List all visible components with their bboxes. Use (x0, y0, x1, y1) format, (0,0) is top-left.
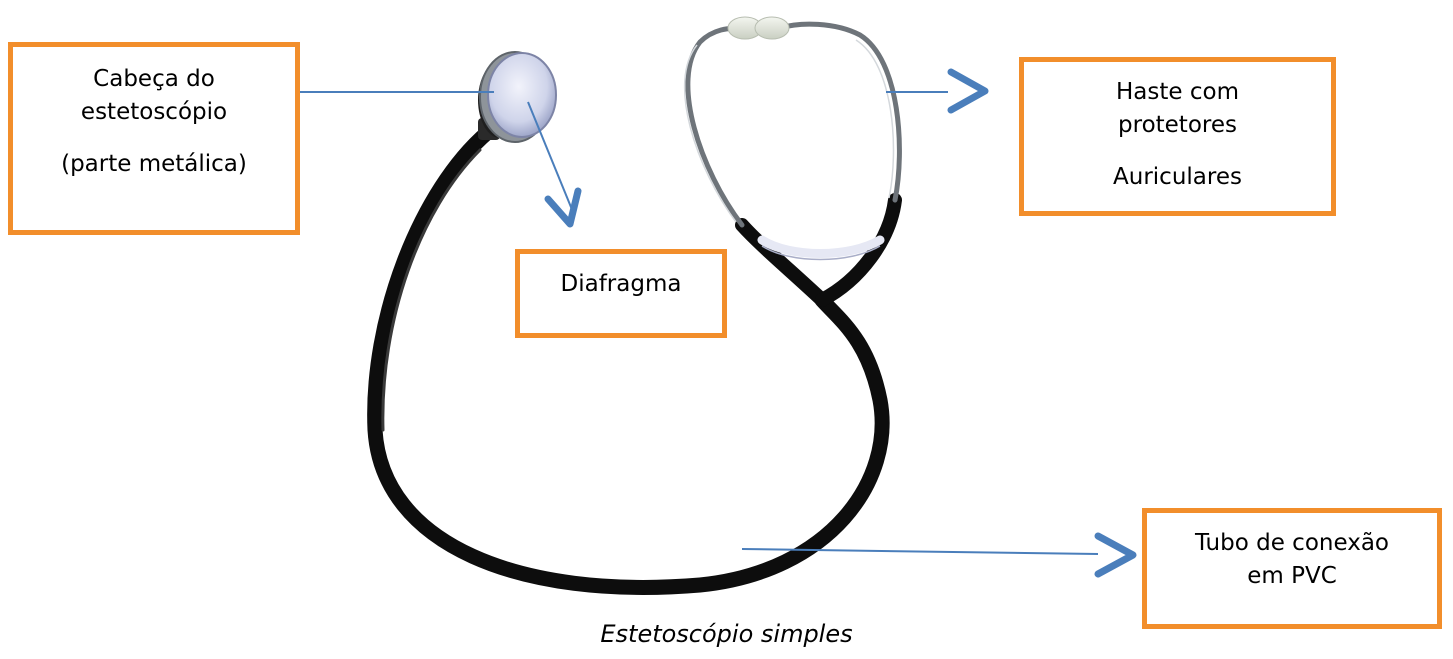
binaural-right-shine (855, 39, 895, 199)
ear-tube-right (815, 193, 902, 307)
label-haste-line-2: protetores (1118, 112, 1237, 139)
connectors (300, 91, 1099, 555)
label-cabeca-line-1: Cabeça do (93, 66, 215, 92)
connector-tubo (741, 548, 1099, 555)
binaural-left-shine (683, 44, 737, 223)
label-diafragma-line-1: Diafragma (560, 271, 682, 297)
binaural-right (777, 21, 902, 203)
chevron-down-icon (544, 187, 582, 228)
label-cabeca-line-2: estetoscópio (80, 99, 228, 126)
label-haste-line-1: Haste com (1116, 79, 1239, 105)
label-haste-line-3: Auriculares (1113, 163, 1242, 190)
pvc-tubing-highlight (381, 148, 482, 432)
label-cabeca-line-3: (parte metálica) (61, 150, 247, 177)
ear-tube-left (735, 218, 829, 307)
label-cabeca-do-estetoscopio: Cabeça do estetoscópio (parte metálica) (8, 42, 300, 235)
label-tubo-de-conexao: Tubo de conexão em PVC (1142, 508, 1442, 629)
tension-spring-edge (761, 245, 881, 261)
label-tubo-line-1: Tubo de conexão (1195, 530, 1389, 556)
binaural-left (685, 26, 745, 228)
chevron-right-icon (1094, 532, 1137, 578)
connector-diafragma (527, 101, 574, 213)
pvc-tubing (367, 124, 890, 595)
label-haste-com-protetores: Haste com protetores Auriculares (1019, 57, 1336, 216)
chevron-right-icon (947, 68, 989, 114)
tension-spring (757, 235, 885, 258)
ear-tip-right-icon (754, 16, 790, 40)
label-diafragma: Diafragma (515, 249, 727, 338)
arrowheads (544, 68, 1137, 578)
diaphragm-disc-icon (487, 52, 557, 138)
stethoscope-illustration (367, 16, 902, 595)
label-tubo-line-2: em PVC (1247, 563, 1337, 590)
figure-caption: Estetoscópio simples (600, 620, 853, 648)
